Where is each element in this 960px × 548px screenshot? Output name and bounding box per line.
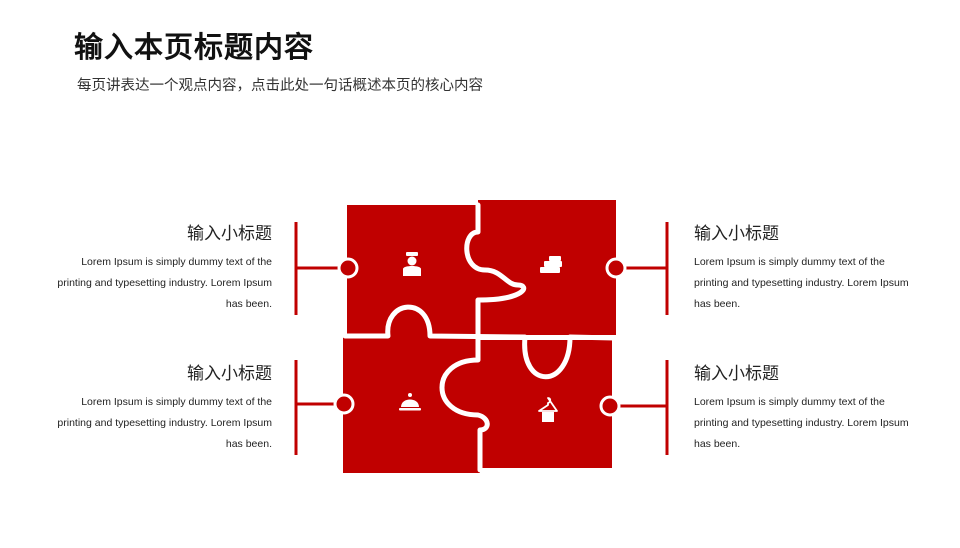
item-body-line: has been. [225,298,272,310]
item-body-line: printing and typesetting industry. Lorem… [57,417,272,429]
item-body-line: printing and typesetting industry. Lorem… [694,417,909,429]
towel-stack-icon [540,256,562,273]
item-block-top-left: 输入小标题 Lorem Ipsum is simply dummy text o… [27,219,272,315]
item-body-line: Lorem Ipsum is simply dummy text of the [694,256,885,268]
bellhop-icon [403,252,421,276]
puzzle-pieces [343,200,616,473]
item-body-line: has been. [225,438,272,450]
item-block-bottom-right: 输入小标题 Lorem Ipsum is simply dummy text o… [694,359,939,455]
connector-top-left [294,222,359,315]
puzzle-seams [342,202,617,473]
item-title: 输入小标题 [187,364,272,384]
item-block-bottom-left: 输入小标题 Lorem Ipsum is simply dummy text o… [27,359,272,455]
hanger-icon [538,397,558,422]
item-body-line: printing and typesetting industry. Lorem… [694,277,909,289]
item-body: Lorem Ipsum is simply dummy text of the … [27,392,272,455]
item-title: 输入小标题 [694,224,779,244]
item-body: Lorem Ipsum is simply dummy text of the … [694,392,939,455]
service-cloche-icon [399,393,421,411]
page-title: 输入本页标题内容 [74,30,315,64]
item-body-line: Lorem Ipsum is simply dummy text of the [81,256,272,268]
item-body-line: printing and typesetting industry. Lorem… [57,277,272,289]
connector-bottom-right [599,360,669,455]
puzzle-piece-bottom-right [480,340,612,468]
item-body-line: has been. [694,298,741,310]
item-body-line: Lorem Ipsum is simply dummy text of the [694,396,885,408]
item-body-line: Lorem Ipsum is simply dummy text of the [81,396,272,408]
page-subtitle: 每页讲表达一个观点内容，点击此处一句话概述本页的核心内容 [77,78,483,94]
connector-top-right [605,222,669,315]
item-body-line: has been. [694,438,741,450]
item-title: 输入小标题 [187,224,272,244]
item-title: 输入小标题 [694,364,779,384]
item-body: Lorem Ipsum is simply dummy text of the … [694,252,939,315]
connector-bottom-left [294,360,355,455]
item-body: Lorem Ipsum is simply dummy text of the … [27,252,272,315]
item-block-top-right: 输入小标题 Lorem Ipsum is simply dummy text o… [694,219,939,315]
